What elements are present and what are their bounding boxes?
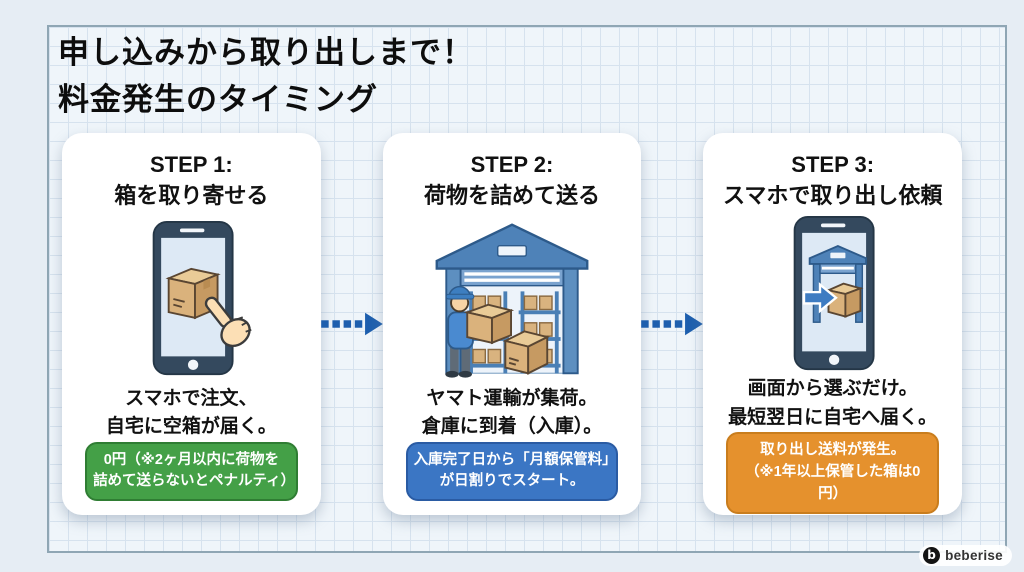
step-2-label: STEP 2: [470,152,554,177]
step-3-badge-line-2: （※1年以上保管した箱は0円） [745,464,921,502]
dashed-arrow-icon [320,312,383,336]
title-line-1: 申し込みから取り出しまで！ [58,35,474,70]
step-3-heading: STEP 3: スマホで取り出し依頼 [723,149,942,211]
step-card-2: STEP 2: 荷物を詰めて送る [382,133,642,515]
step-1-desc-line-1: スマホで注文、 [125,387,258,409]
step-2-badge-line-1: 入庫完了日から「月額保管料」 [413,451,617,468]
beberise-logo-icon: b [923,547,941,564]
step-3-desc-line-2: 最短翌日に自宅へ届く。 [728,406,938,428]
step-1-badge-line-1: 0円（※2ヶ月以内に荷物を [103,451,279,468]
smartphone-retrieve-box-icon [757,215,907,373]
step-3-title: スマホで取り出し依頼 [723,183,943,209]
step-3-desc-line-1: 画面から選ぶだけ。 [747,378,918,400]
step-1-desc-line-2: 自宅に空箱が届く。 [105,416,277,437]
step-1-description: スマホで注文、 自宅に空箱が届く。 [106,385,277,442]
beberise-logo: b beberise [919,545,1012,566]
step-3-label: STEP 3: [791,152,875,177]
beberise-logo-text: beberise [945,548,1003,563]
step-1-fee-badge: 0円（※2ヶ月以内に荷物を 詰めて送らないとペナルティ） [85,441,298,501]
flow-arrow-1 [320,133,383,515]
warehouse-worker-icon [412,215,612,382]
step-1-badge-line-2: 詰めて送らないとペナルティ） [93,473,296,490]
step-2-desc-line-1: ヤマト運輸が集荷。 [426,387,598,409]
step-3-fee-badge: 取り出し送料が発生。 （※1年以上保管した箱は0円） [726,432,940,514]
step-1-title: 箱を取り寄せる [114,183,269,209]
step-3-description: 画面から選ぶだけ。 最短翌日に自宅へ届く。 [728,375,937,432]
flow-arrow-2 [641,133,704,515]
step-card-3: STEP 3: スマホで取り出し依頼 画面から選ぶだけ。 [703,133,963,515]
step-2-desc-line-2: 倉庫に到着（入庫）。 [421,416,603,437]
smartphone-tap-box-icon [116,215,266,382]
steps-row: STEP 1: 箱を取り寄せる [62,133,963,515]
step-2-title: 荷物を詰めて送る [424,183,601,209]
step-2-heading: STEP 2: 荷物を詰めて送る [424,149,600,211]
page-title: 申し込みから取り出しまで！ 料金発生のタイミング [58,30,474,123]
dashed-arrow-icon [641,312,704,336]
step-2-badge-line-2: が日割りでスタート。 [439,473,585,490]
title-line-2: 料金発生のタイミング [58,81,378,117]
step-1-label: STEP 1: [149,152,233,177]
step-card-1: STEP 1: 箱を取り寄せる [62,133,321,515]
step-2-fee-badge: 入庫完了日から「月額保管料」 が日割りでスタート。 [405,441,619,501]
step-3-badge-line-1: 取り出し送料が発生。 [760,442,906,459]
step-2-description: ヤマト運輸が集荷。 倉庫に到着（入庫）。 [422,385,603,442]
step-1-heading: STEP 1: 箱を取り寄せる [114,149,268,211]
